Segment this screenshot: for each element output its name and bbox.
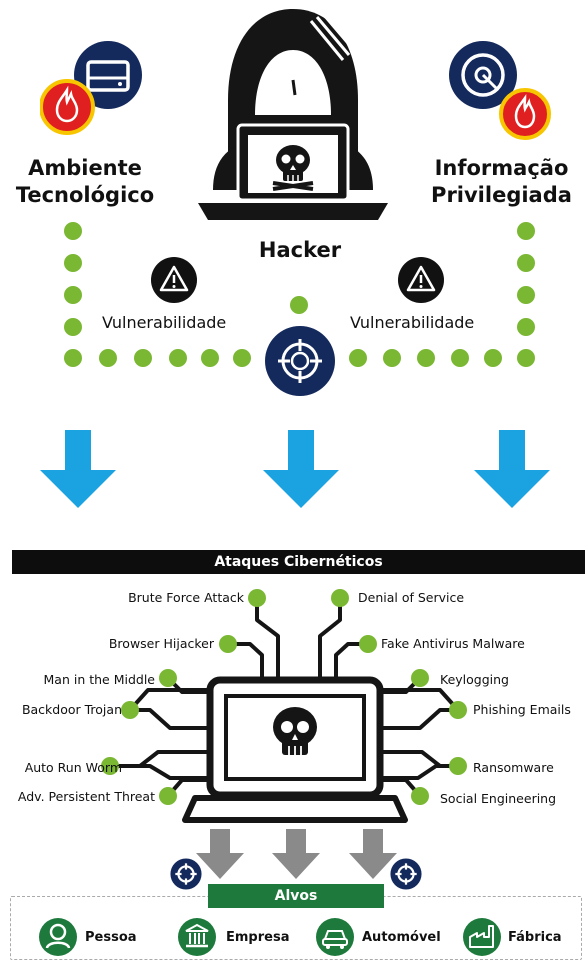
target-label: Automóvel [362, 930, 441, 945]
attack-label: Browser Hijacker [108, 636, 214, 651]
attack-label: Keylogging [440, 672, 509, 687]
disc-icon [449, 41, 517, 109]
dotted-network [64, 222, 535, 367]
gray-arrow [196, 829, 244, 879]
crosshair-icon [170, 858, 202, 890]
attack-label: Backdoor Trojan [21, 702, 122, 717]
attack-label: Fake Antivirus Malware [381, 636, 525, 651]
person-icon [39, 918, 77, 956]
target-label: Pessoa [85, 930, 137, 945]
car-icon [316, 918, 354, 956]
hacker-illustration [198, 9, 388, 220]
attack-label: Phishing Emails [473, 702, 571, 717]
attack-label: Denial of Service [358, 590, 465, 605]
attacks-title-bar: Ataques Cibernéticos [12, 550, 585, 574]
down-arrow [263, 430, 339, 508]
down-arrow [40, 430, 116, 508]
down-arrow [474, 430, 550, 508]
target-label: Fábrica [508, 930, 562, 945]
fire-icon [499, 88, 551, 140]
factory-icon [463, 918, 501, 956]
gray-arrow [349, 829, 397, 879]
warning-icon [151, 257, 197, 303]
skull-icon [272, 145, 314, 191]
vulnerability-label-right: Vulnerabilidade [350, 313, 475, 332]
target-label: Empresa [226, 930, 290, 945]
attack-label: Auto Run Worm [24, 760, 122, 775]
attack-label: Ransomware [473, 760, 554, 775]
crosshair-icon [390, 858, 422, 890]
gray-arrow [272, 829, 320, 879]
building-icon [178, 918, 216, 956]
warning-icon [398, 257, 444, 303]
attack-label: Social Engineering [440, 791, 557, 806]
disc-badge [449, 41, 551, 140]
circuit-laptop [101, 589, 467, 823]
crosshair-icon [265, 326, 335, 396]
left-title: Ambiente Tecnológico [15, 156, 155, 207]
hacker-title: Hacker [258, 238, 342, 262]
attack-label: Adv. Persistent Threat [17, 789, 155, 804]
attack-label: Brute Force Attack [128, 590, 244, 605]
hard-drive-icon [74, 41, 142, 109]
skull-icon [273, 707, 317, 755]
targets-title-bar: Alvos [208, 884, 384, 908]
vulnerability-label-left: Vulnerabilidade [102, 313, 227, 332]
hard-drive-badge [40, 41, 142, 135]
attack-label: Man in the Middle [43, 672, 156, 687]
right-title: Informação Privilegiada [431, 156, 572, 207]
fire-icon [40, 79, 95, 135]
